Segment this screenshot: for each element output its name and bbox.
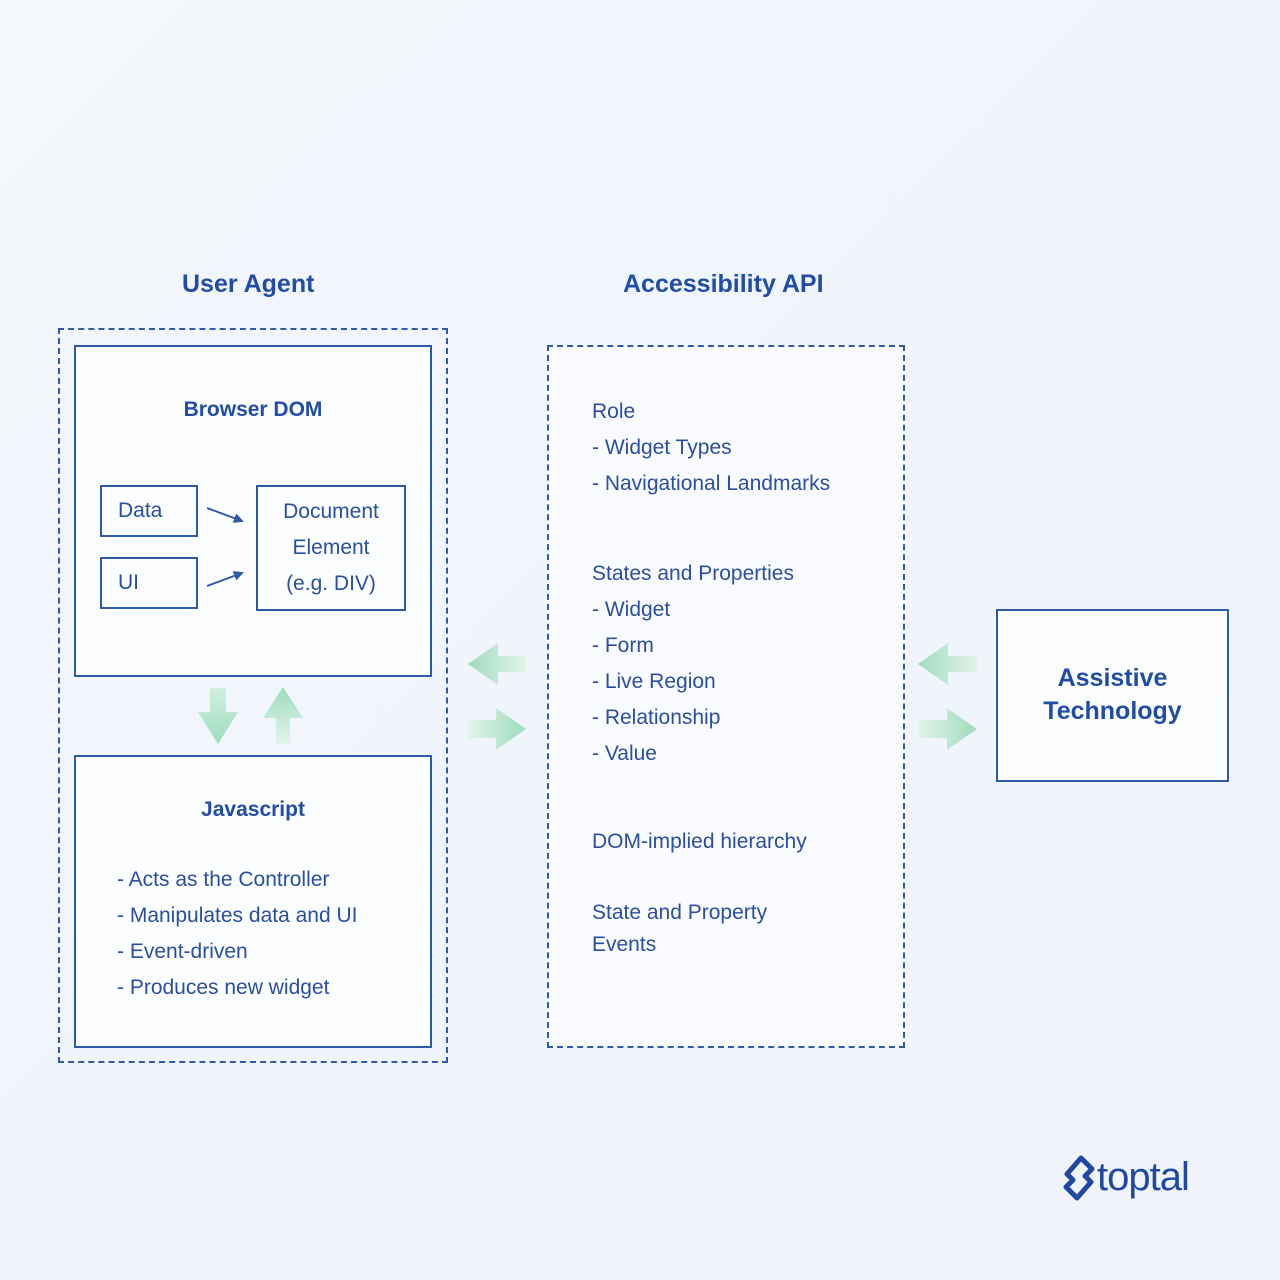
document-element-box: Document Element (e.g. DIV) [256,485,406,611]
hierarchy-text: DOM-implied hierarchy [592,830,807,853]
data-box: Data [100,485,198,537]
states-line: - Live Region [592,670,716,693]
accessibility-api-heading: Accessibility API [623,270,824,298]
ui-box: UI [100,557,198,609]
data-box-label: Data [118,499,163,522]
document-element-line: (e.g. DIV) [286,572,376,595]
states-line: - Form [592,634,654,657]
states-line: States and Properties [592,562,794,585]
data-to-document-arrow [206,507,244,523]
accessibility-api-container: Role - Widget Types - Navigational Landm… [547,345,905,1048]
user-agent-heading: User Agent [182,270,315,298]
document-element-line: Element [292,536,370,559]
assistive-technology-box: Assistive Technology [996,609,1229,782]
javascript-box: Javascript - Acts as the Controller - Ma… [74,755,432,1048]
states-line: - Widget [592,598,671,621]
assistive-technology-line: Assistive [1057,664,1168,692]
states-line: - Value [592,742,657,765]
toptal-logo: toptal [1063,1155,1190,1200]
document-element-line: Document [283,500,379,523]
role-line: - Widget Types [592,436,732,459]
right-arrow-icon [918,708,977,750]
states-group: States and Properties - Widget - Form - … [592,556,794,772]
toptal-logo-text: toptal [1097,1155,1190,1199]
javascript-item: - Produces new widget [117,976,330,999]
events-group: State and Property Events [592,897,767,961]
down-arrow-icon [198,688,238,744]
javascript-title: Javascript [201,798,305,821]
left-arrow-icon [918,643,977,685]
role-line: Role [592,400,636,423]
assistive-technology-line: Technology [1043,697,1182,725]
events-line: Events [592,933,657,956]
javascript-item: - Acts as the Controller [117,868,330,891]
events-line: State and Property [592,901,768,924]
javascript-item: - Event-driven [117,940,248,963]
role-line: - Navigational Landmarks [592,472,831,495]
ui-to-document-arrow [206,571,244,587]
user-agent-container [58,328,448,1063]
role-group: Role - Widget Types - Navigational Landm… [592,394,830,502]
ui-box-label: UI [118,571,139,594]
up-arrow-icon [263,687,303,744]
javascript-item: - Manipulates data and UI [117,904,358,927]
left-arrow-icon [468,643,526,685]
right-arrow-icon [468,708,526,750]
toptal-mark-icon [1063,1155,1095,1200]
states-line: - Relationship [592,706,721,729]
browser-dom-title: Browser DOM [183,398,323,421]
